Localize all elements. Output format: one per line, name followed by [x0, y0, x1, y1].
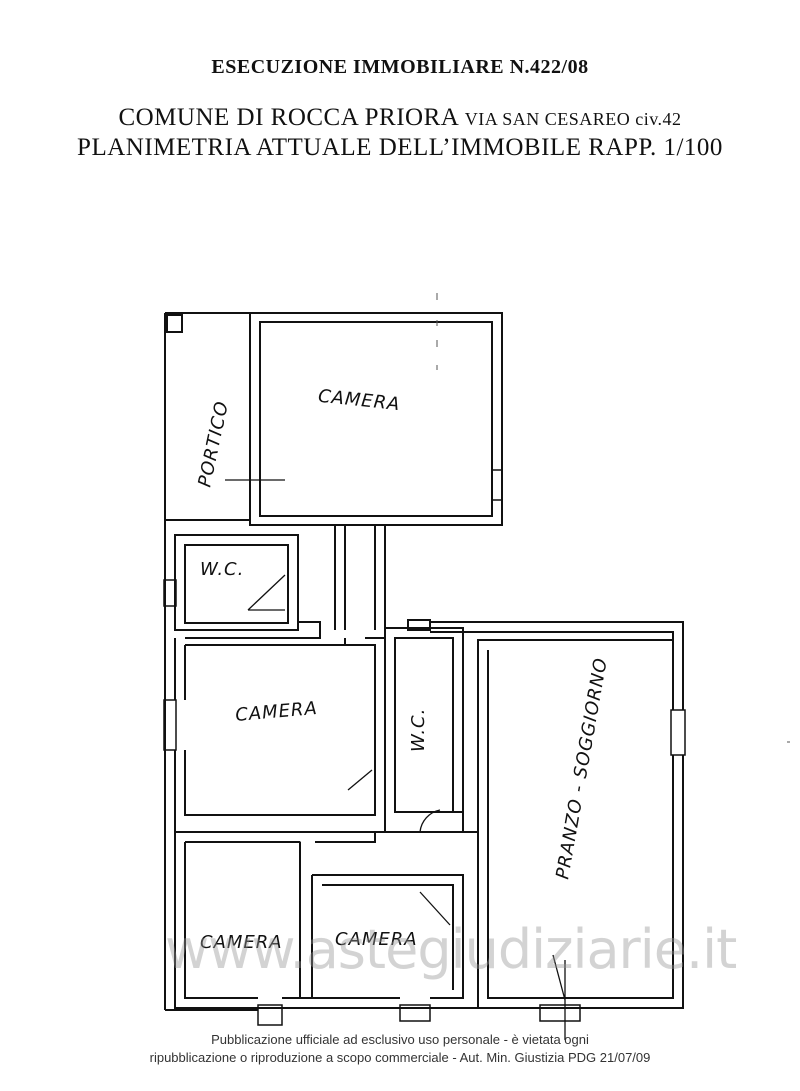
room-label-wc-left: W.C. — [200, 559, 244, 580]
municipality-line: COMUNE DI ROCCA PRIORA VIA SAN CESAREO c… — [0, 104, 800, 132]
municipality: COMUNE DI ROCCA PRIORA — [118, 104, 458, 131]
windows — [163, 469, 686, 1026]
walls — [164, 312, 684, 1011]
room-label-camera-mid: CAMERA — [234, 698, 318, 726]
watermark: www.astegiudiziarie.it — [165, 918, 737, 981]
room-labels: PORTICO CAMERA W.C. CAMERA W.C. PRANZO -… — [194, 386, 612, 953]
document-title: ESECUZIONE IMMOBILIARE N.422/08 — [211, 56, 589, 78]
room-label-pranzo-soggiorno: PRANZO - SOGGIORNO — [552, 656, 612, 881]
plan-title: PLANIMETRIA ATTUALE DELL’IMMOBILE RAPP. … — [77, 134, 723, 161]
address: VIA SAN CESAREO civ.42 — [464, 109, 682, 129]
legal-notice-line2: ripubblicazione o riproduzione a scopo c… — [149, 1050, 651, 1065]
room-label-camera-bottom-left: CAMERA — [200, 932, 283, 953]
margin-marks — [436, 293, 790, 743]
room-label-camera-bottom-center: CAMERA — [335, 929, 418, 950]
room-label-wc-center: W.C. — [408, 708, 429, 752]
legal-notice-line1: Pubblicazione ufficiale ad esclusivo uso… — [211, 1032, 589, 1047]
room-label-portico: PORTICO — [194, 399, 233, 489]
doors — [225, 450, 566, 1040]
room-label-camera-top: CAMERA — [317, 386, 401, 416]
